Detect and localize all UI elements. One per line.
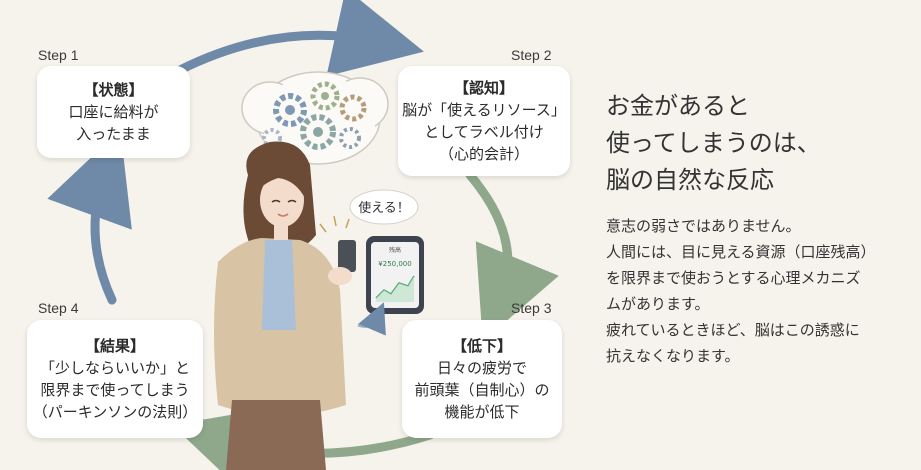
gear-icon [300,114,336,150]
step-4-label: Step 4 [38,300,79,316]
step-1-line: 口座に給料が [68,103,159,121]
step-4-line: 「少しならいいか」と [39,359,190,377]
headline-line: お金があると [606,92,750,120]
body-text: 意志の弱さではありません。 人間には、目に見える資源（口座残高） を限界まで使お… [606,213,876,369]
step-2-line: （心的会計） [438,145,529,163]
step-2-line: 脳が「使えるリソース」 [402,101,566,119]
body-line: 人間には、目に見える資源（口座残高） [606,243,876,261]
step-1-line: 入ったまま [76,125,151,143]
gear-icon [339,94,367,122]
step-4-title: 【結果】 [84,337,145,355]
step-2-card: 【認知】 脳が「使えるリソース」 としてラベル付け （心的会計） [398,66,570,176]
step-4-line: 限界まで使ってしまう [40,381,190,399]
body-line: ムがあります。 [606,295,710,313]
step-1-title: 【状態】 [83,81,144,99]
phone-balance: ¥250,000 [378,260,411,268]
headline-line: 脳の自然な反応 [606,166,774,194]
step-3-title: 【低下】 [451,337,512,355]
arrow-step1-to-step2 [175,0,424,77]
step-3-line: 前頭葉（自制心）の [414,381,550,399]
speech-bubble-text: 使える！ [358,200,410,216]
phone-mockup: 残高 ¥250,000 [366,236,424,314]
headline: お金があると 使ってしまうのは、 脳の自然な反応 [606,88,821,199]
speech-bubble: 使える！ [349,189,419,225]
body-line: 意志の弱さではありません。 [606,217,801,235]
body-line: を限界まで使おうとする心理メカニズ [606,269,861,287]
arrow-step4-to-step1 [47,129,132,305]
step-1-card: 【状態】 口座に給料が 入ったまま [37,66,190,158]
gear-icon [310,81,340,111]
step-2-line: としてラベル付け [424,123,544,141]
phone-app-label: 残高 [389,246,401,254]
step-1-label: Step 1 [38,47,79,63]
step-3-card: 【低下】 日々の疲労で 前頭葉（自制心）の 機能が低下 [402,320,562,438]
headline-line: 使ってしまうのは、 [606,129,821,157]
step-2-title: 【認知】 [453,79,514,97]
woman-illustration [214,141,356,470]
thought-cloud [241,71,389,195]
step-3-label: Step 3 [511,300,552,316]
body-line: 疲れているときほど、脳はこの誘惑に [606,321,860,339]
step-2-label: Step 2 [511,47,552,63]
phone-arrow [357,302,386,336]
gear-icon [339,127,361,149]
step-4-line: （パーキンソンの法則） [32,403,198,421]
arrow-step2-to-step3 [465,170,559,342]
gear-icon [273,93,307,127]
body-line: 抗えなくなります。 [606,347,740,365]
hand-phone [338,240,356,272]
step-4-card: 【結果】 「少しならいいか」と 限界まで使ってしまう （パーキンソンの法則） [27,320,203,438]
step-3-line: 日々の疲労で [436,359,527,377]
step-3-line: 機能が低下 [444,403,520,421]
